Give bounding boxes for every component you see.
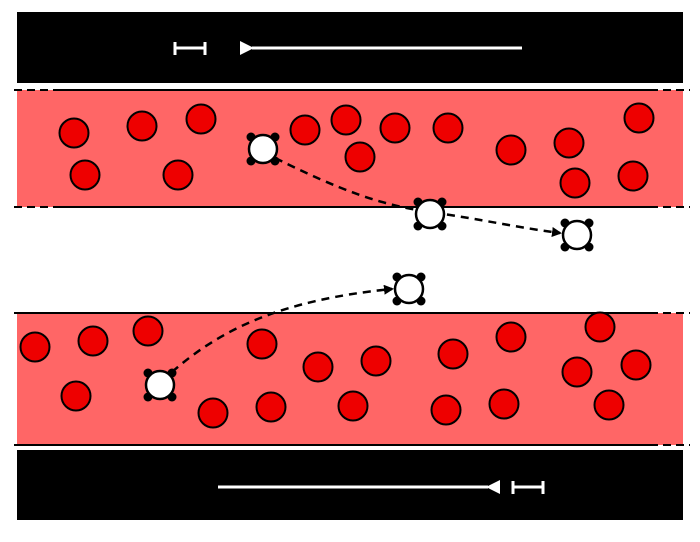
red-blood-cell bbox=[69, 159, 101, 191]
red-blood-cell bbox=[246, 328, 278, 360]
trajectory-upper-arrow bbox=[274, 156, 562, 237]
red-blood-cell bbox=[584, 311, 616, 343]
bottom-wall bbox=[17, 450, 683, 520]
red-blood-cell bbox=[561, 356, 593, 388]
trajectory-lower-arrow bbox=[171, 284, 394, 373]
white-cell-body bbox=[393, 273, 425, 305]
white-blood-cell bbox=[246, 132, 280, 166]
white-cell-body bbox=[144, 369, 176, 401]
white-blood-cell bbox=[560, 218, 594, 252]
red-blood-cell bbox=[623, 102, 655, 134]
red-blood-cell bbox=[488, 388, 520, 420]
red-blood-cell bbox=[430, 394, 462, 426]
red-blood-cell bbox=[553, 127, 585, 159]
white-cell-body bbox=[414, 198, 446, 230]
white-blood-cell bbox=[413, 197, 447, 231]
red-blood-cell bbox=[337, 390, 369, 422]
red-blood-cell bbox=[19, 331, 51, 363]
top-scale-bar-icon bbox=[173, 42, 207, 55]
red-blood-cell bbox=[559, 167, 591, 199]
red-blood-cell bbox=[495, 134, 527, 166]
red-blood-cell bbox=[379, 112, 411, 144]
red-blood-cell bbox=[437, 338, 469, 370]
red-blood-cell bbox=[620, 349, 652, 381]
red-blood-cell bbox=[302, 351, 334, 383]
red-blood-cell bbox=[77, 325, 109, 357]
white-blood-cell bbox=[392, 272, 426, 306]
white-cell-body bbox=[247, 133, 279, 165]
red-blood-cell bbox=[185, 103, 217, 135]
bottom-scale-bar-icon bbox=[511, 481, 545, 494]
red-blood-cell bbox=[58, 117, 90, 149]
red-blood-cell bbox=[255, 391, 287, 423]
red-blood-cell bbox=[593, 389, 625, 421]
white-blood-cell bbox=[143, 368, 177, 402]
red-blood-cell bbox=[132, 315, 164, 347]
red-blood-cell bbox=[617, 160, 649, 192]
red-blood-cell bbox=[330, 104, 362, 136]
red-blood-cell bbox=[432, 112, 464, 144]
red-cells bbox=[19, 102, 655, 429]
red-blood-cell bbox=[360, 345, 392, 377]
white-cells bbox=[143, 132, 594, 402]
red-blood-cell bbox=[495, 321, 527, 353]
red-blood-cell bbox=[344, 141, 376, 173]
red-blood-cell bbox=[197, 397, 229, 429]
white-cell-body bbox=[561, 219, 593, 251]
red-blood-cell bbox=[126, 110, 158, 142]
red-blood-cell bbox=[162, 159, 194, 191]
red-blood-cell bbox=[60, 380, 92, 412]
red-blood-cell bbox=[289, 114, 321, 146]
